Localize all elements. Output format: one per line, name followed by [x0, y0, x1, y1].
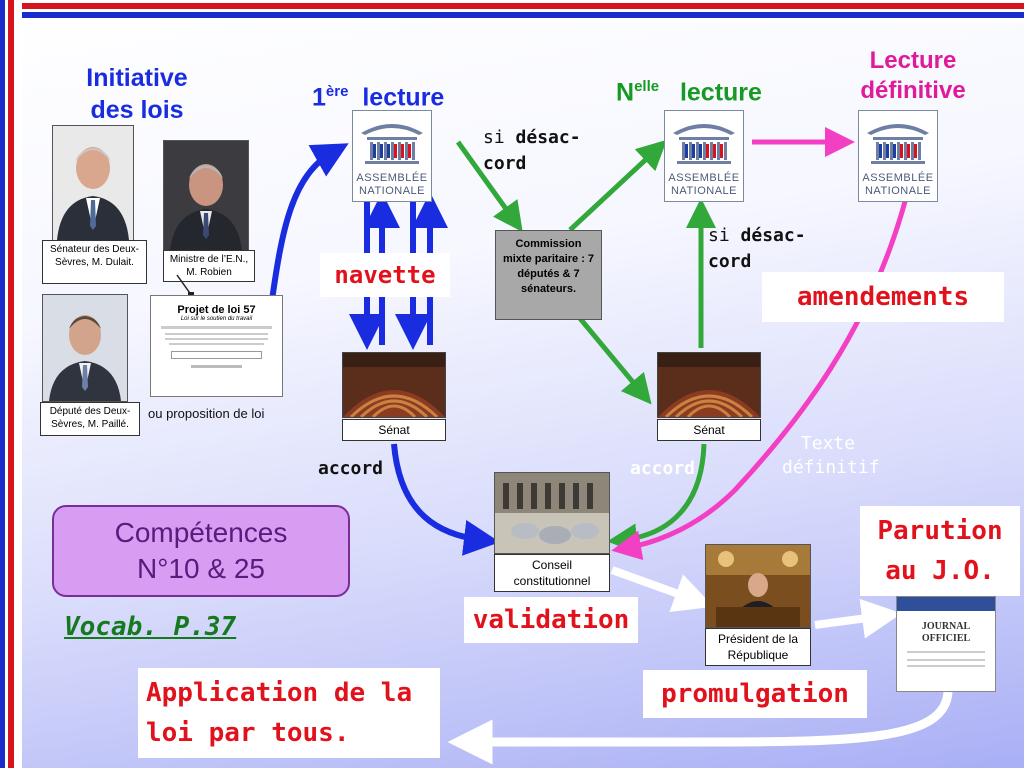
desaccord-label-2: si désac- cord [708, 225, 806, 272]
nouvelle-lecture-title: Nelle lecture [616, 78, 762, 107]
president-caption: Président de la République [705, 628, 811, 666]
senat-photo-2 [657, 352, 761, 418]
arrow-initiative-to-lecture [269, 143, 349, 301]
desaccord-label-1: si désac- cord [483, 127, 581, 174]
projet-loi-subtitle: Loi sur le soutien du travail [180, 316, 253, 322]
vocab-link[interactable]: Vocab. P.37 [64, 612, 237, 642]
photo-senateur [52, 125, 134, 241]
person-icon [43, 295, 127, 401]
president-office-icon [706, 545, 810, 627]
initiative-title-line1: Initiative [86, 64, 188, 92]
senat-caption-1: Sénat [342, 419, 446, 441]
assemblee-building-icon [361, 124, 423, 164]
arrow-cmp-to-senat [571, 308, 652, 405]
senat-hemicycle-icon [343, 353, 445, 417]
senat-caption-2: Sénat [657, 419, 761, 441]
caption-depute: Député des Deux-Sèvres, M. Paillé. [40, 402, 140, 436]
senat-hemicycle-icon [658, 353, 760, 417]
lecture-definitive-title: Lecture définitive [860, 47, 966, 104]
photo-ministre [163, 140, 249, 252]
photo-depute [42, 294, 128, 402]
arrow-cmp-to-nlecture [568, 139, 667, 232]
projet-loi-title: Projet de loi 57 [177, 304, 256, 316]
conseil-caption: Conseil constitutionnel [494, 554, 610, 592]
assemblee-building-icon [867, 124, 929, 164]
arrow-accord-1 [391, 443, 500, 556]
application-label: Application de la loi par tous. [138, 668, 440, 758]
projet-loi-document: Projet de loi 57 Loi sur le soutien du t… [150, 295, 283, 397]
commission-mixte-box: Commission mixte paritaire : 7 députés &… [495, 230, 602, 320]
initiative-title-line2: des lois [90, 96, 184, 124]
premiere-lecture-title: 1ère lecture [312, 83, 445, 112]
arrow-jo-to-application [447, 691, 953, 765]
competences-box: Compétences N°10 & 25 [52, 505, 350, 597]
palais-royal-icon [495, 473, 609, 553]
caption-senateur: Sénateur des Deux-Sèvres, M. Dulait. [42, 240, 147, 284]
person-icon [164, 141, 248, 251]
senat-photo-1 [342, 352, 446, 418]
parution-label: Parution au J.O. [860, 506, 1020, 596]
texte-definitif-label: Texte définitif [782, 433, 880, 478]
amendements-label: amendements [762, 272, 1004, 322]
arrow-president-to-jo [814, 598, 902, 639]
president-photo [705, 544, 811, 628]
flag-border-top [0, 0, 1024, 22]
arrow-desaccord-to-cmp [455, 140, 523, 233]
arrow-conseil-to-president [610, 566, 714, 613]
navette-label: navette [320, 253, 450, 297]
proposition-caption: ou proposition de loi [148, 406, 265, 421]
conseil-photo [494, 472, 610, 554]
person-icon [53, 126, 133, 240]
flag-border-left [0, 0, 22, 768]
accord-label-1: accord [318, 458, 384, 479]
promulgation-label: promulgation [643, 670, 867, 718]
validation-label: validation [464, 597, 638, 643]
accord-label-2: accord [630, 458, 696, 479]
initiative-title: Initiative des lois [62, 62, 212, 126]
journal-officiel-page: JOURNAL OFFICIEL [896, 596, 996, 692]
assemblee-building-icon [673, 124, 735, 164]
